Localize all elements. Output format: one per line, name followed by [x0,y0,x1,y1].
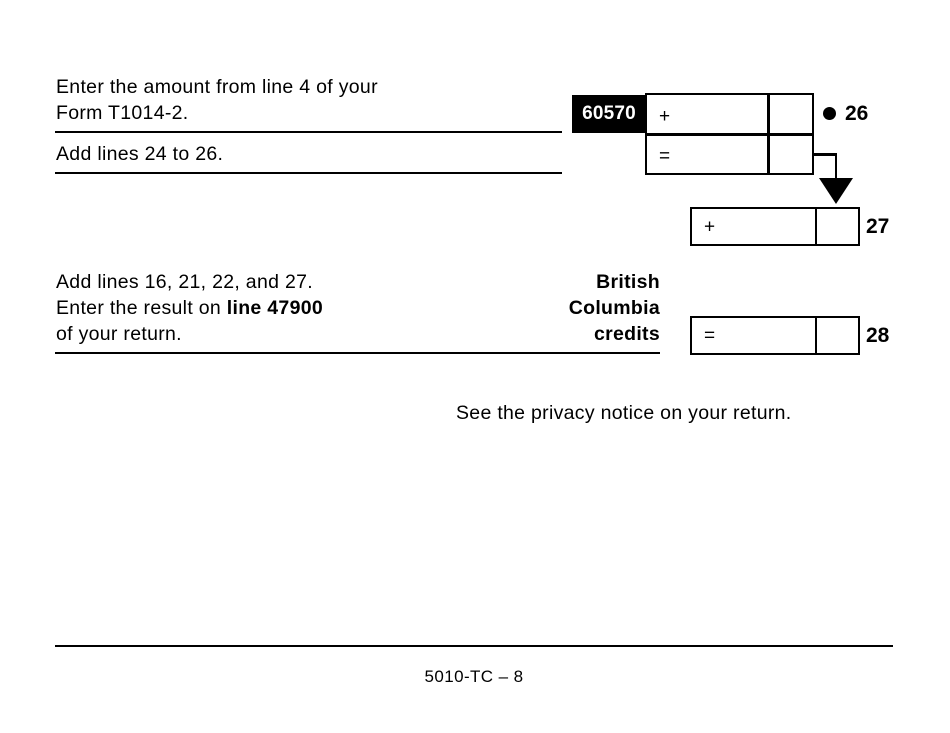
cents-divider [814,318,817,353]
amount-input-subtotal-dollars[interactable] [650,138,763,170]
credit-label-row3: credits [593,323,660,345]
divider-rule-2 [55,172,562,174]
line-number-27: 27 [866,215,890,238]
privacy-notice: See the privacy notice on your return. [456,402,792,424]
instruction-line-28-row3: of your return. [56,323,182,345]
cents-divider [767,95,770,173]
amount-box-28: = [690,316,860,355]
operator-plus-26: + [659,106,671,127]
operator-equals-28: = [704,325,716,346]
amount-input-27-cents[interactable] [817,212,855,241]
amount-input-26-dollars[interactable] [650,98,763,129]
instruction-line-26-row1: Enter the amount from line 4 of your [56,76,378,98]
row-divider [647,133,812,136]
footer-rule [55,645,893,647]
instruction-line-26-row2: Form T1014-2. [56,102,189,124]
footer-form-id: 5010-TC – 8 [424,667,524,686]
line-number-26: 26 [845,102,869,125]
credit-label-row1: British [596,271,660,293]
amount-box-27: + [690,207,860,246]
line-reference-47900: line 47900 [226,297,323,319]
cents-divider [814,209,817,244]
instruction-line-28-row2: Enter the result on line 47900 [56,295,323,321]
instruction-add-lines-24-to-26: Add lines 24 to 26. [56,143,224,165]
amount-box-stack-26: + = [645,93,814,175]
amount-input-28-cents[interactable] [817,321,855,350]
field-code-60570: 60570 [572,95,646,133]
bullet-dot-icon-26 [823,107,836,120]
instruction-line-28-row2-prefix: Enter the result on [56,297,227,319]
amount-input-subtotal-cents[interactable] [770,138,811,170]
amount-input-26-cents[interactable] [770,98,811,129]
connector-horizontal [813,153,837,156]
credit-label-row2: Columbia [568,297,660,319]
divider-rule-1 [55,131,562,133]
arrow-down-icon [819,178,853,204]
operator-equals-subtotal: = [659,146,671,167]
amount-input-27-dollars[interactable] [695,212,810,241]
divider-rule-3 [55,352,660,354]
instruction-line-28-row1: Add lines 16, 21, 22, and 27. [56,271,313,293]
line-number-28: 28 [866,324,890,347]
connector-vertical [834,153,837,181]
amount-input-28-dollars[interactable] [695,321,810,350]
operator-plus-27: + [704,216,716,237]
